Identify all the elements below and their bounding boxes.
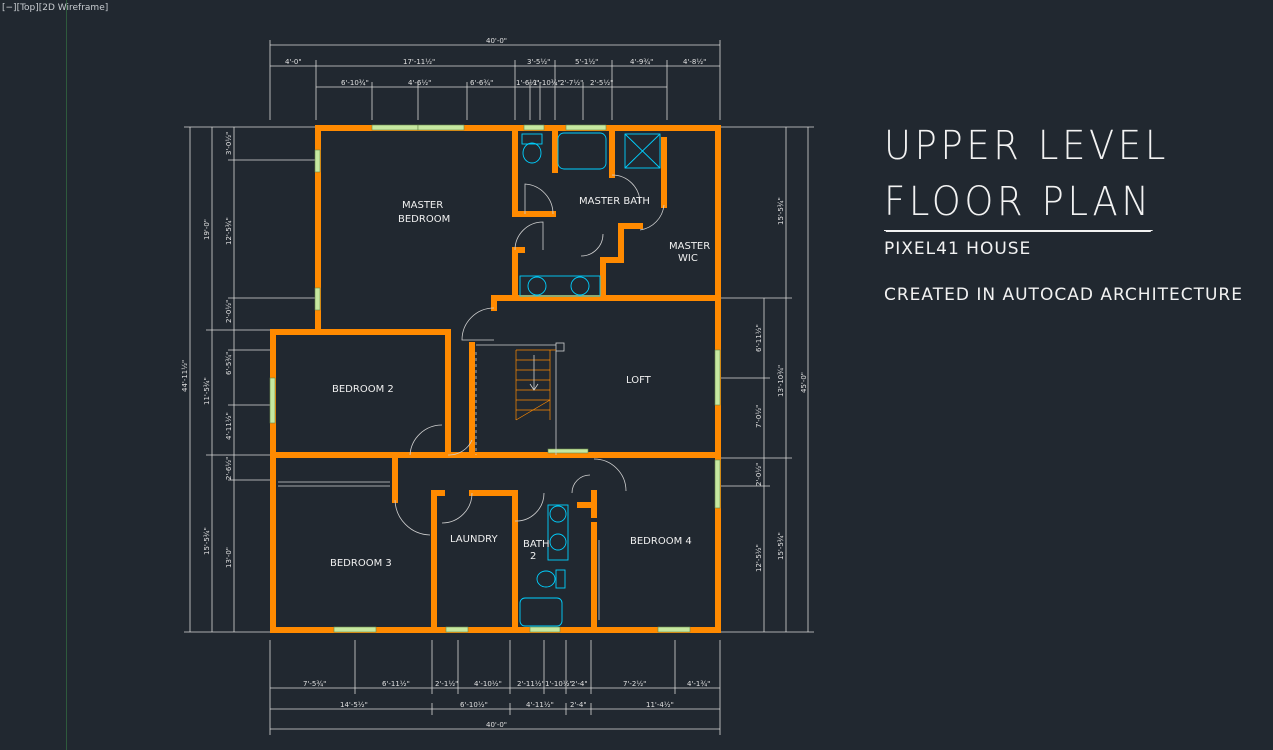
bottom-dimensions: 7'-5¾" 6'-11½" 2'-1½" 4'-10½" 2'-11½" 1'…: [269, 640, 721, 735]
label-loft: LOFT: [626, 375, 652, 386]
label-bedroom-3: BEDROOM 3: [330, 558, 392, 569]
dim-right-outer-1: 13'-10¾": [777, 365, 785, 397]
dim-bot-r1-0: 7'-5¾": [303, 680, 326, 688]
dim-top-r2-3: 1'-6½": [516, 79, 539, 87]
dim-left-inner-5: 2'-6½": [225, 457, 233, 480]
dim-top-r1-3: 5'-1½": [575, 58, 598, 66]
dim-top-r2-0: 6'-10¾": [341, 79, 369, 87]
dim-right-inner-1: 7'-0½": [755, 405, 763, 428]
label-bath2-1: BATH: [523, 539, 550, 550]
dim-top-overall: 40'-0": [486, 37, 507, 45]
title-subtitle: PIXEL41 HOUSE: [884, 239, 1032, 259]
dim-top-r1-4: 4'-9¾": [630, 58, 653, 66]
dim-left-overall: 44'-11½": [181, 360, 189, 392]
dim-right-inner-0: 6'-11½": [755, 324, 763, 352]
dim-bot-r1-1: 6'-11½": [382, 680, 410, 688]
dim-left-inner-6: 13'-0": [225, 547, 233, 568]
label-master-bedroom-1: MASTER: [402, 200, 443, 211]
label-laundry: LAUNDRY: [450, 534, 498, 545]
left-dimensions: 44'-11½" 19'-0" 11'-5¾" 15'-5¾" 3'-0½" 1…: [181, 126, 316, 633]
dim-bot-r1-8: 4'-1¾": [687, 680, 710, 688]
dim-bot-r2-2: 4'-11½": [526, 701, 554, 709]
dim-top-r1-2: 3'-5½": [527, 58, 550, 66]
dim-bot-overall: 40'-0": [486, 721, 507, 729]
ucs-y-axis-line: [66, 0, 67, 750]
doors-fixtures: [278, 132, 665, 627]
label-bedroom-4: BEDROOM 4: [630, 536, 692, 547]
dim-left-inner-4: 4'-11½": [225, 412, 233, 440]
dim-right-outer-2: 15'-5¾": [777, 532, 785, 560]
dim-right-inner-2: 2'-0½": [755, 463, 763, 486]
dim-top-r1-0: 4'-0": [285, 58, 302, 66]
title-line-2: FLOOR PLAN: [884, 174, 1153, 231]
walls: [270, 125, 721, 633]
dim-bot-r2-0: 14'-5½": [340, 701, 368, 709]
dim-bot-r2-4: 11'-4½": [646, 701, 674, 709]
room-labels: MASTER BEDROOM MASTER BATH MASTER WIC BE…: [330, 196, 710, 569]
dim-bot-r2-3: 2'-4": [570, 701, 587, 709]
stairs: [475, 349, 556, 455]
label-master-bath: MASTER BATH: [579, 196, 650, 207]
dim-top-r2-5: 2'-7½": [560, 79, 583, 87]
dim-bot-r1-7: 7'-2½": [623, 680, 646, 688]
label-bedroom-2: BEDROOM 2: [332, 384, 394, 395]
dim-left-outer-1: 11'-5¾": [203, 377, 211, 405]
top-dimensions: 40'-0" 4'-0" 17'-11½" 3'-5½" 5'-1½" 4'-9…: [269, 37, 721, 120]
dim-top-r1-5: 4'-8½": [683, 58, 706, 66]
dim-left-inner-3: 6'-5¾": [225, 352, 233, 375]
title-note: CREATED IN AUTOCAD ARCHITECTURE: [884, 285, 1243, 305]
label-master-wic-1: MASTER: [669, 241, 710, 252]
dim-right-overall: 45'-0": [800, 372, 808, 393]
dim-top-r2-6: 2'-5½": [590, 79, 613, 87]
label-bath2-2: 2: [530, 551, 536, 562]
dim-bot-r1-2: 2'-1½": [435, 680, 458, 688]
dim-left-outer-0: 19'-0": [203, 219, 211, 240]
dim-left-inner-0: 3'-0½": [225, 132, 233, 155]
right-dimensions: 45'-0" 15'-5¾" 13'-10¾" 15'-5¾" 6'-11½" …: [720, 126, 814, 633]
windows: [269, 124, 721, 633]
title-block: UPPER LEVEL FLOOR PLAN PIXEL41 HOUSE CRE…: [884, 118, 1243, 305]
dim-top-r2-2: 6'-6¾": [470, 79, 493, 87]
dim-top-r1-1: 17'-11½": [403, 58, 435, 66]
dim-left-inner-1: 12'-5¾": [225, 217, 233, 245]
title-line-1: UPPER LEVEL: [884, 123, 1169, 169]
dim-bot-r1-4: 2'-11½": [517, 680, 545, 688]
dim-right-outer-0: 15'-5¾": [777, 197, 785, 225]
dim-bot-r2-1: 6'-10½": [460, 701, 488, 709]
dim-bot-r1-3: 4'-10½": [474, 680, 502, 688]
dim-right-inner-3: 12'-5½": [755, 544, 763, 572]
viewport-controls-label[interactable]: [−][Top][2D Wireframe]: [2, 3, 109, 13]
dim-top-r2-1: 4'-6½": [408, 79, 431, 87]
dim-bot-r1-6: 2'-4": [571, 680, 588, 688]
dim-left-inner-2: 2'-0½": [225, 300, 233, 323]
dim-left-outer-2: 15'-5¾": [203, 527, 211, 555]
label-master-wic-2: WIC: [678, 253, 698, 264]
dim-bot-r1-5: 1'-10½": [545, 680, 573, 688]
dim-top-r2-4: 1'-10¾": [533, 79, 561, 87]
label-master-bedroom-2: BEDROOM: [398, 214, 450, 225]
